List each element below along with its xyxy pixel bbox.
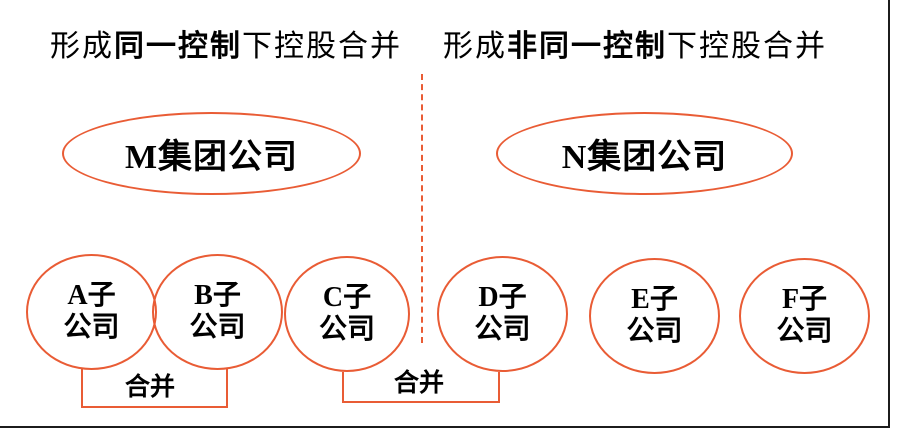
subsidiary-circle-d: D子 公司 xyxy=(437,256,568,372)
subsidiary-label-line2: 公司 xyxy=(63,312,120,343)
title-segment: 下控股合并 xyxy=(242,30,402,63)
subsidiary-circle-b: B子 公司 xyxy=(152,254,283,370)
title-segment: 形成 xyxy=(50,30,114,63)
subsidiary-label-line1: E子 xyxy=(631,283,678,315)
subsidiary-circle-e: E子 公司 xyxy=(589,258,720,374)
subsidiary-label-line1: B子 xyxy=(194,279,241,311)
subsidiary-label-line1: F子 xyxy=(781,283,828,315)
title-segment-bold: 同一控制 xyxy=(114,30,242,63)
subsidiary-label-line2: 公司 xyxy=(474,314,531,345)
subsidiary-circle-f: F子 公司 xyxy=(739,258,870,374)
subsidiary-label-line1: C子 xyxy=(322,281,372,313)
title-segment: 下控股合并 xyxy=(667,30,827,63)
subsidiary-label-line1: A子 xyxy=(67,279,116,311)
subsidiary-label-line2: 公司 xyxy=(626,316,683,347)
merge-label-ab: 合并 xyxy=(124,374,175,401)
group-ellipse-n: N集团公司 xyxy=(496,112,793,195)
merge-bracket-cd xyxy=(342,372,500,403)
title-common-control: 形成同一控制下控股合并 xyxy=(50,21,402,65)
slide-border xyxy=(0,0,890,428)
group-label: M集团公司 xyxy=(124,139,299,176)
divider-dashed-line xyxy=(421,74,423,343)
subsidiary-circle-a: A子 公司 xyxy=(26,254,157,370)
merge-label-cd: 合并 xyxy=(393,370,444,397)
title-segment-bold: 非同一控制 xyxy=(507,30,667,63)
title-segment: 形成 xyxy=(443,30,507,63)
group-ellipse-m: M集团公司 xyxy=(62,112,361,195)
group-label: N集团公司 xyxy=(561,139,728,176)
subsidiary-circle-c: C子 公司 xyxy=(284,256,410,372)
subsidiary-label-line2: 公司 xyxy=(189,312,246,343)
title-non-common-control: 形成非同一控制下控股合并 xyxy=(443,21,827,65)
subsidiary-label-line2: 公司 xyxy=(318,314,375,345)
subsidiary-label-line2: 公司 xyxy=(776,316,833,347)
subsidiary-label-line1: D子 xyxy=(478,281,527,313)
merge-bracket-ab xyxy=(81,369,228,408)
